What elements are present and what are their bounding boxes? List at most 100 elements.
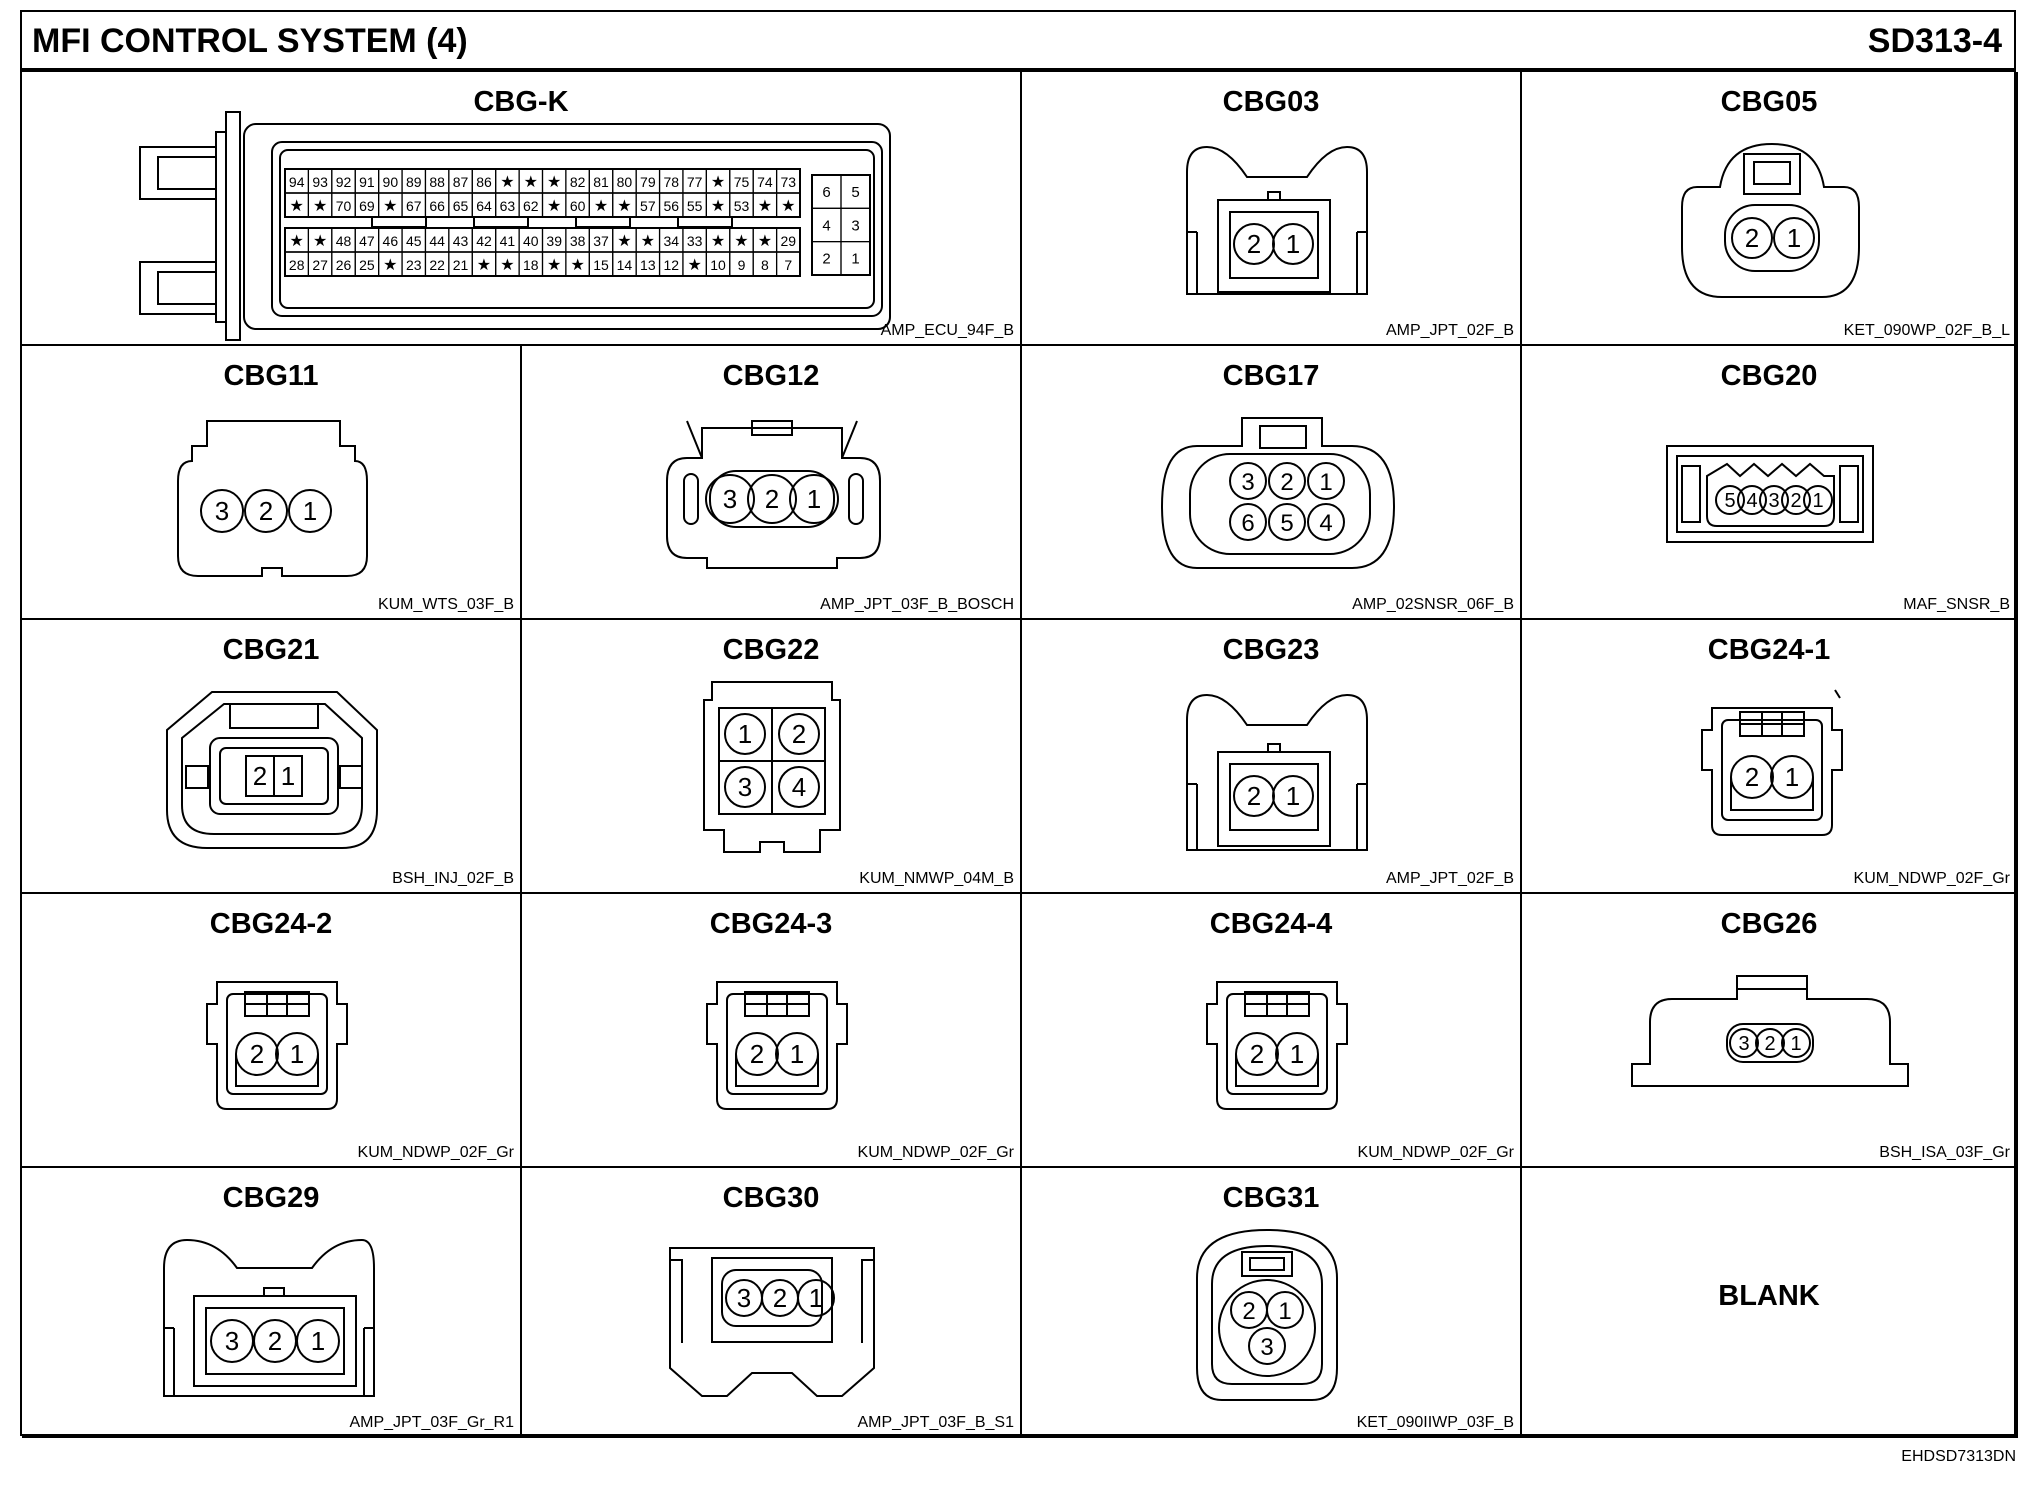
connector-drawing: 2 1 bbox=[706, 981, 848, 1110]
pin-label: 1 bbox=[1319, 469, 1332, 496]
pin-label: 3 bbox=[225, 1326, 239, 1356]
ecu-pin-label: 57 bbox=[640, 198, 656, 214]
ecu-pin-label: ★ bbox=[383, 257, 397, 274]
connector-cell-cbg26: CBG26 3 2 1 BSH_ISA_03F_Gr bbox=[1522, 894, 2018, 1168]
connector-cell-cbg29: CBG29 3 2 1 AMP_JPT_03F_Gr_R1 bbox=[22, 1168, 522, 1438]
connector-cell-cbg24-3: CBG24-3 2 1 KUM_NDWP_02F_Gr bbox=[522, 894, 1022, 1168]
pin-label: 2 bbox=[250, 1039, 264, 1069]
pin-label: 4 bbox=[792, 772, 806, 802]
connector-drawing: 2 1 bbox=[1681, 142, 1860, 298]
connector-cell-blank: BLANK bbox=[1522, 1168, 2018, 1438]
connector-name: CBG12 bbox=[722, 360, 820, 392]
ecu-side-pin-label: 1 bbox=[851, 251, 859, 268]
connector-cell-cbg30: CBG30 3 2 1 AMP_JPT_03F_B_S1 bbox=[522, 1168, 1022, 1438]
ecu-pin-label: 73 bbox=[781, 174, 797, 190]
ecu-pin-label: 78 bbox=[663, 174, 679, 190]
connector-name: CBG05 bbox=[1720, 86, 1818, 118]
connector-drawing: 2 1 bbox=[1701, 689, 1843, 836]
connector-drawing: 3 2 1 bbox=[177, 420, 368, 577]
ecu-pin-label: 92 bbox=[336, 174, 352, 190]
connector-drawing: 2 1 bbox=[166, 691, 379, 849]
connector-cell-cbg12: CBG12 3 2 1 AMP_JPT_03F_B_BOSCH bbox=[522, 346, 1022, 620]
ecu-pin-label: 43 bbox=[453, 233, 469, 249]
connector-drawing: 2 1 bbox=[1206, 981, 1348, 1110]
ecu-pin-label: 23 bbox=[406, 257, 422, 273]
pin-label: 1 bbox=[809, 1283, 823, 1313]
ecu-pin-label: 25 bbox=[359, 257, 375, 273]
connector-drawing: 3 2 1 bbox=[666, 420, 881, 569]
connector-drawing: 5 4 3 2 1 bbox=[1666, 445, 1874, 543]
ecu-pin-label: 40 bbox=[523, 233, 539, 249]
ecu-pin-label: 22 bbox=[429, 257, 445, 273]
connector-name: CBG31 bbox=[1222, 1182, 1320, 1214]
document-code: SD313-4 bbox=[1867, 22, 2002, 60]
ecu-pin-label: 70 bbox=[336, 198, 352, 214]
pin-label: 1 bbox=[738, 719, 752, 749]
pin-label: 2 bbox=[773, 1283, 787, 1313]
pin-label: 1 bbox=[281, 761, 295, 791]
ecu-pin-label: ★ bbox=[383, 198, 397, 215]
ecu-pin-label: 39 bbox=[546, 233, 562, 249]
ecu-pin-label: 29 bbox=[781, 233, 797, 249]
ecu-pin-label: ★ bbox=[687, 257, 701, 274]
connector-cell-cbg03: CBG03 2 1 AMP_JPT_02F_B bbox=[1022, 72, 1522, 346]
ecu-pin-label: 86 bbox=[476, 174, 492, 190]
pin-label: 2 bbox=[750, 1039, 764, 1069]
pin-label: 4 bbox=[1746, 490, 1757, 512]
ecu-pin-label: 8 bbox=[761, 257, 769, 273]
ecu-pin-label: ★ bbox=[711, 174, 725, 191]
part-number: BSH_INJ_02F_B bbox=[392, 870, 514, 887]
ecu-pin-label: 82 bbox=[570, 174, 586, 190]
pin-label: 2 bbox=[259, 496, 273, 526]
ecu-pin-label: ★ bbox=[617, 198, 631, 215]
connector-name: CBG29 bbox=[222, 1182, 320, 1214]
footer-code: EHDSD7313DN bbox=[1901, 1448, 2016, 1465]
ecu-pin-label: 93 bbox=[312, 174, 328, 190]
ecu-pin-cell bbox=[775, 251, 801, 277]
connector-drawing: 3 2 1 bbox=[163, 1238, 375, 1397]
page-title: MFI CONTROL SYSTEM (4) bbox=[32, 22, 468, 60]
ecu-pin-label: ★ bbox=[477, 257, 491, 274]
part-number: KUM_NDWP_02F_Gr bbox=[857, 1144, 1014, 1161]
connector-drawing: 2 1 bbox=[1186, 145, 1368, 295]
ecu-pin-label: ★ bbox=[617, 233, 631, 250]
pin-label: 3 bbox=[1241, 469, 1254, 496]
ecu-pin-label: 62 bbox=[523, 198, 539, 214]
ecu-pin-label: 69 bbox=[359, 198, 375, 214]
connector-name: CBG24-4 bbox=[1209, 908, 1333, 940]
part-number: KUM_NMWP_04M_B bbox=[859, 870, 1014, 887]
ecu-pin-label: 10 bbox=[710, 257, 726, 273]
pin-label: 3 bbox=[1768, 490, 1779, 512]
ecu-side-pin-label: 5 bbox=[851, 184, 859, 201]
ecu-pin-label: ★ bbox=[594, 198, 608, 215]
pin-label: 5 bbox=[1280, 510, 1293, 537]
ecu-pin-label: 79 bbox=[640, 174, 656, 190]
pin-label: 2 bbox=[792, 719, 806, 749]
part-number: KET_090IIWP_03F_B bbox=[1356, 1414, 1514, 1431]
pin-label: 3 bbox=[737, 1283, 751, 1313]
pin-label: 3 bbox=[738, 772, 752, 802]
connector-drawing: 3 2 1 bbox=[669, 1247, 875, 1397]
ecu-pin-label: ★ bbox=[290, 198, 304, 215]
ecu-pin-label: 56 bbox=[663, 198, 679, 214]
pin-label: 1 bbox=[807, 484, 821, 514]
connector-name: CBG17 bbox=[1222, 360, 1320, 392]
ecu-pin-label: ★ bbox=[641, 233, 655, 250]
pin-label: 3 bbox=[1738, 1033, 1749, 1055]
connector-cell-cbg11: CBG11 3 2 1 KUM_WTS_03F_B bbox=[22, 346, 522, 620]
pin-label: 2 bbox=[253, 761, 267, 791]
pin-label: 1 bbox=[311, 1326, 325, 1356]
ecu-pin-label: 38 bbox=[570, 233, 586, 249]
pin-label: 3 bbox=[723, 484, 737, 514]
ecu-pin-label: 28 bbox=[289, 257, 305, 273]
connector-cell-cbg17: CBG17 3 2 1 6 5 4 AMP_02SNSR_06F_B bbox=[1022, 346, 1522, 620]
part-number: KET_090WP_02F_B_L bbox=[1843, 322, 2010, 339]
connector-name: CBG26 bbox=[1720, 908, 1818, 940]
ecu-pin-label: ★ bbox=[290, 233, 304, 250]
ecu-pin-label: ★ bbox=[711, 233, 725, 250]
pin-label: 2 bbox=[1247, 229, 1261, 259]
ecu-pin-label: 21 bbox=[453, 257, 469, 273]
pin-label: 1 bbox=[1790, 1033, 1801, 1055]
